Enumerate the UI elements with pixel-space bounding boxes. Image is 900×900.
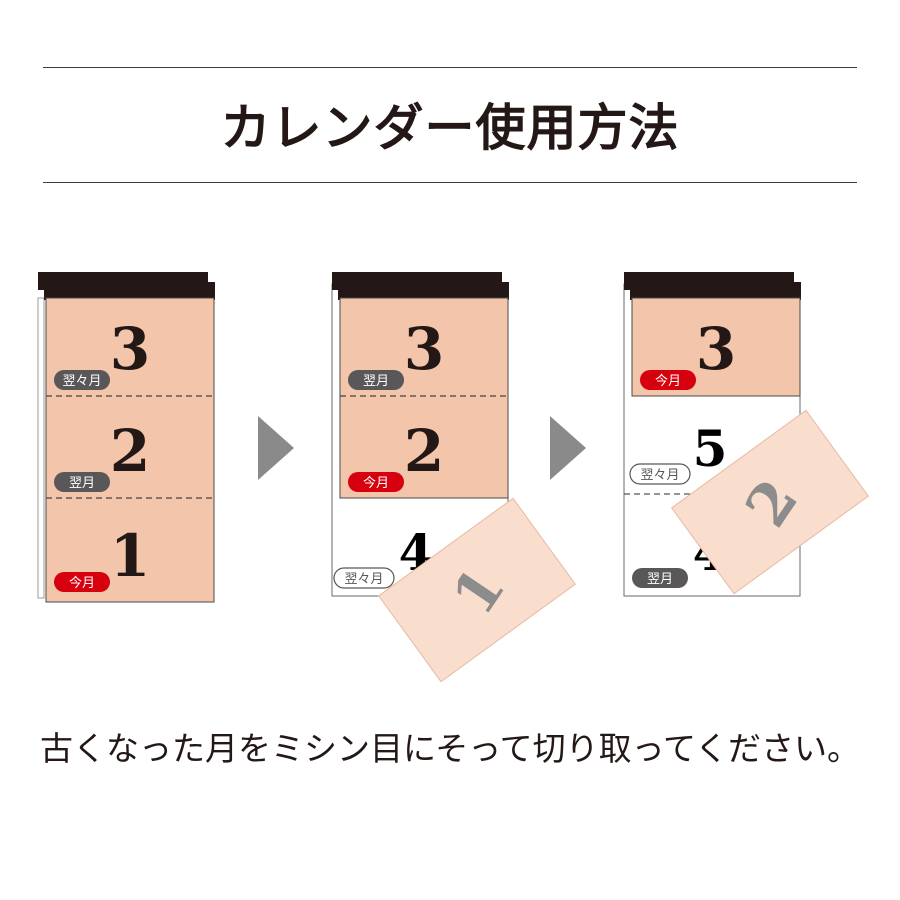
month-badge bbox=[640, 370, 696, 390]
month-number: 3 bbox=[696, 315, 736, 383]
month-badge-label: 翌々月 bbox=[344, 572, 383, 587]
month-number: 2 bbox=[110, 417, 150, 485]
month-badge bbox=[54, 572, 110, 592]
month-badge bbox=[333, 567, 395, 589]
month-number: 1 bbox=[110, 522, 150, 590]
month-badge-label: 翌月 bbox=[363, 374, 389, 389]
month-badge bbox=[54, 472, 110, 492]
title-divider bbox=[43, 182, 857, 183]
month-badge-label: 翌々月 bbox=[62, 374, 101, 389]
month-number: 5 bbox=[693, 419, 728, 478]
month-badge-label: 翌月 bbox=[69, 476, 95, 491]
month-badge bbox=[632, 568, 688, 588]
month-badge-label: 今月 bbox=[363, 475, 389, 491]
calendar-step-1: 3 翌々月 2 翌月 1 今月 bbox=[37, 270, 223, 610]
month-badge-label: 今月 bbox=[69, 575, 95, 591]
month-badge bbox=[348, 472, 404, 492]
calendar-sheet bbox=[45, 297, 215, 603]
torn-sheet: 2 bbox=[671, 409, 869, 595]
month-badge-label: 翌々月 bbox=[640, 468, 679, 483]
instruction-caption: 古くなった月をミシン目にそって切り取ってください。 bbox=[39, 729, 861, 768]
month-number: 3 bbox=[110, 315, 150, 383]
torn-sheet: 1 bbox=[378, 497, 576, 683]
month-badge bbox=[348, 370, 404, 390]
calendar-sheet bbox=[339, 297, 509, 499]
calendar-step-2: 3 翌月 2 今月 4 翌々月 1 bbox=[331, 270, 576, 683]
top-divider bbox=[43, 67, 857, 68]
calendar-step-3: 3 今月 5 翌々月 4 翌月 2 bbox=[623, 270, 869, 610]
month-badge-label: 翌月 bbox=[647, 572, 673, 587]
month-number: 3 bbox=[404, 315, 444, 383]
month-badge bbox=[629, 463, 691, 485]
next-step-arrow-icon bbox=[550, 416, 586, 480]
month-badge-label: 今月 bbox=[655, 373, 681, 389]
next-step-arrow-icon bbox=[258, 416, 294, 480]
month-number: 2 bbox=[404, 417, 444, 485]
month-badge bbox=[54, 370, 110, 390]
page-title: カレンダー使用方法 bbox=[220, 99, 680, 157]
